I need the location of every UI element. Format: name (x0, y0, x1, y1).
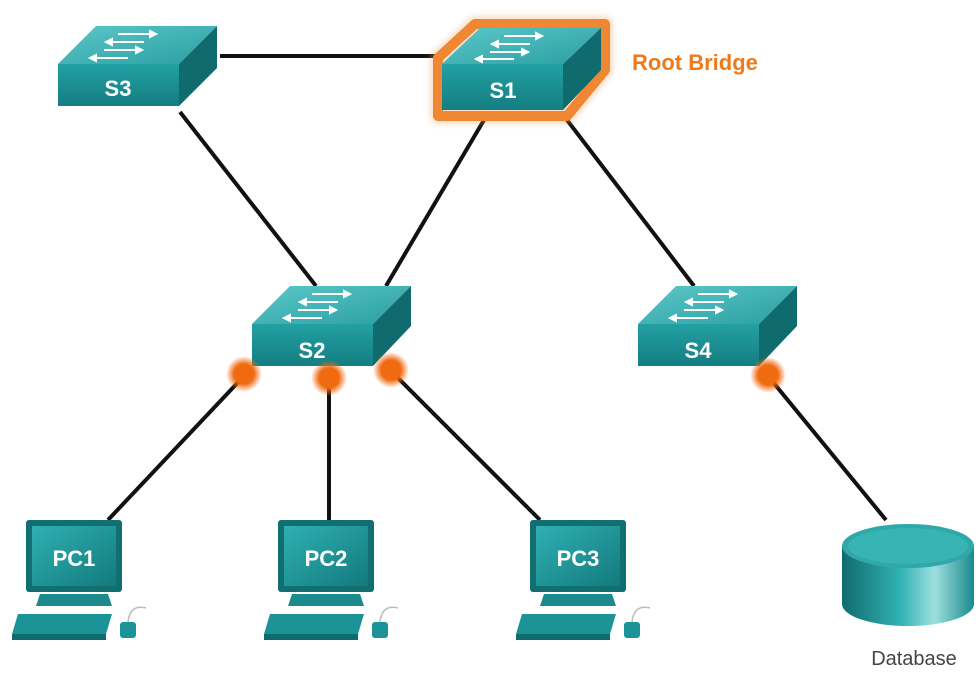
switch-s3[interactable]: S3 (58, 26, 217, 106)
pc-label: PC3 (557, 546, 600, 571)
pc-label: PC1 (53, 546, 96, 571)
keyboard-icon (264, 614, 364, 634)
switch-label: S3 (105, 76, 132, 101)
switch-label: S1 (490, 78, 517, 103)
root-bridge-label: Root Bridge (632, 50, 758, 75)
mouse-icon (120, 622, 136, 638)
pc-pc3[interactable]: PC3 (516, 520, 651, 640)
keyboard-icon (516, 614, 616, 634)
database-label: Database (871, 648, 957, 670)
switch-arrows-icon (281, 289, 353, 323)
database-icon (842, 524, 974, 626)
link-s4-database (766, 374, 888, 522)
link-s2-pc3 (389, 369, 542, 522)
switch-arrows-icon (667, 289, 739, 323)
mouse-icon (372, 622, 388, 638)
link-s1-s2 (384, 118, 486, 288)
pc-label: PC2 (305, 546, 348, 571)
switch-label: S2 (299, 338, 326, 363)
link-s1-s4 (565, 118, 696, 288)
pc-pc1[interactable]: PC1 (12, 520, 147, 640)
link-s3-s2 (178, 110, 318, 288)
switch-s4[interactable]: S4 (638, 286, 797, 366)
mouse-icon (624, 622, 640, 638)
switch-s2[interactable]: S2 (252, 286, 411, 366)
switch-s1[interactable]: S1 (442, 28, 601, 110)
switch-arrows-icon (473, 31, 545, 64)
links (106, 54, 888, 522)
port-indicators (226, 352, 786, 396)
switch-arrows-icon (87, 29, 159, 63)
link-s2-pc1 (106, 374, 246, 522)
keyboard-icon (12, 614, 112, 634)
database-server[interactable]: Database (842, 524, 974, 670)
pc-pc2[interactable]: PC2 (264, 520, 399, 640)
switch-label: S4 (685, 338, 713, 363)
